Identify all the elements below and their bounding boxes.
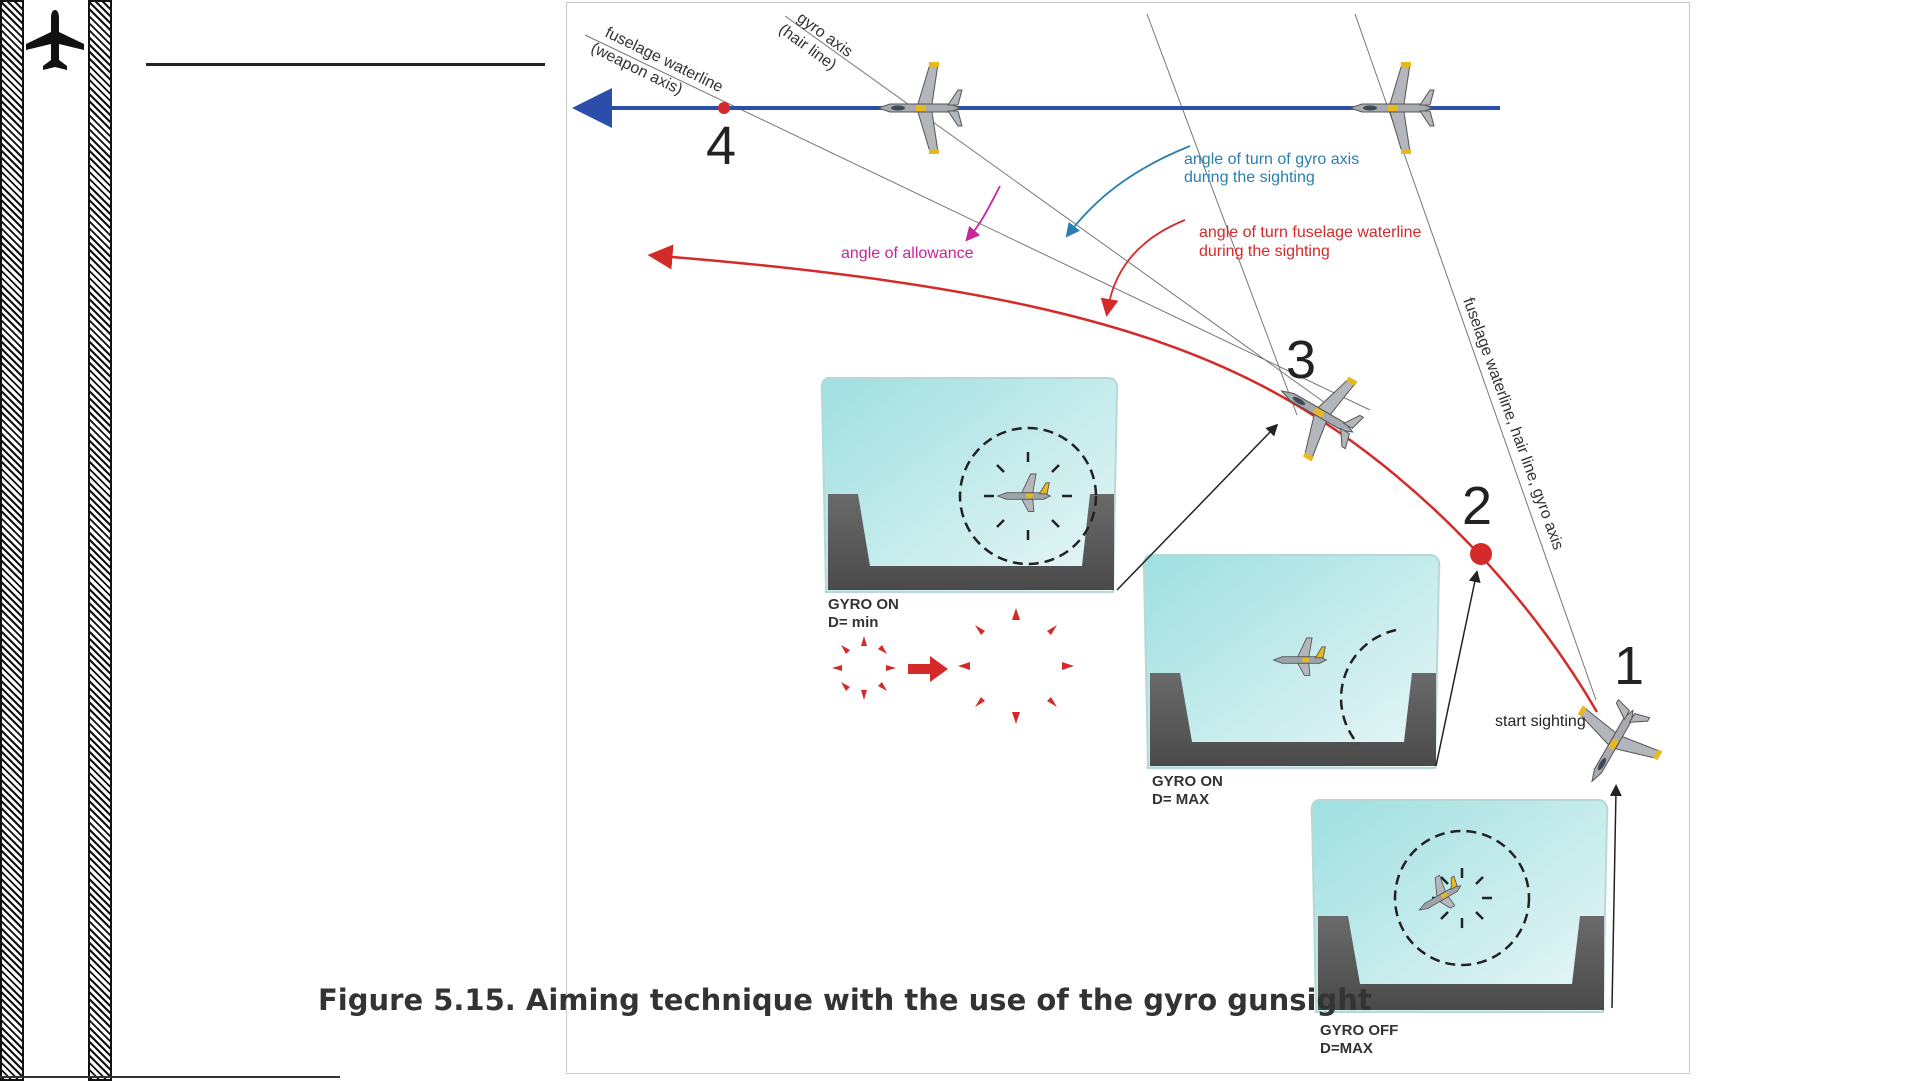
position-2-marker bbox=[1470, 543, 1492, 565]
fuselage-waterline-label: fuselage waterline (weapon axis) bbox=[588, 24, 726, 98]
target-aircraft bbox=[1349, 61, 1435, 155]
reticle-contraction-illustration bbox=[832, 608, 1074, 724]
fuselage-turn-arc bbox=[1100, 219, 1186, 317]
gyro-axis-line bbox=[784, 15, 1336, 411]
title-underline bbox=[146, 63, 545, 66]
sight-3-mode: GYRO OFF bbox=[1320, 1022, 1398, 1039]
gyro-turn-label: angle of turn of gyro axis bbox=[1184, 151, 1359, 168]
position-1-label: 1 bbox=[1614, 636, 1644, 696]
gyro-turn-arc bbox=[1065, 145, 1191, 238]
start-sighting-label: start sighting bbox=[1495, 713, 1586, 730]
pointer-arrow bbox=[1609, 784, 1622, 1009]
gyro-axis-label: gyro axis (hair line) bbox=[775, 9, 855, 73]
gyro-turn-label-2: during the sighting bbox=[1184, 169, 1315, 186]
sight-1-range: D= min bbox=[828, 614, 878, 631]
sight-view-gyro-on-min bbox=[820, 377, 1119, 593]
left-border-stripe bbox=[0, 0, 24, 1081]
attacker-flight-path bbox=[647, 244, 1599, 713]
sight-1-mode: GYRO ON bbox=[828, 596, 899, 613]
sight-view-gyro-off-max bbox=[1310, 799, 1609, 1013]
attacker-aircraft bbox=[1258, 350, 1378, 474]
sight-3-range: D=MAX bbox=[1320, 1040, 1373, 1057]
position-3-label: 3 bbox=[1286, 330, 1316, 390]
pointer-arrow bbox=[1435, 570, 1481, 767]
attacker-aircraft bbox=[1551, 685, 1675, 805]
pointer-arrow bbox=[1116, 423, 1279, 591]
figure-caption: Figure 5.15. Aiming technique with the u… bbox=[318, 983, 1372, 1017]
fuselage-turn-label-2: during the sighting bbox=[1199, 243, 1330, 260]
position-4-marker bbox=[718, 102, 730, 114]
position-4-label: 4 bbox=[706, 116, 736, 176]
airplane-icon bbox=[26, 10, 84, 70]
fuselage-waterline-axis bbox=[584, 34, 1371, 411]
sight-view-gyro-on-max bbox=[1142, 554, 1441, 769]
allowance-label: angle of allowance bbox=[841, 245, 974, 262]
bottom-rule bbox=[0, 1076, 340, 1078]
right-border-stripe bbox=[88, 0, 112, 1081]
sight-2-mode: GYRO ON bbox=[1152, 773, 1223, 790]
intermediate-axis-line bbox=[1146, 13, 1298, 416]
allowance-arc bbox=[965, 185, 1001, 242]
sight-2-range: D= MAX bbox=[1152, 791, 1209, 808]
target-aircraft bbox=[877, 61, 963, 155]
position-2-label: 2 bbox=[1462, 476, 1492, 536]
fuselage-turn-label: angle of turn fuselage waterline bbox=[1199, 224, 1421, 241]
